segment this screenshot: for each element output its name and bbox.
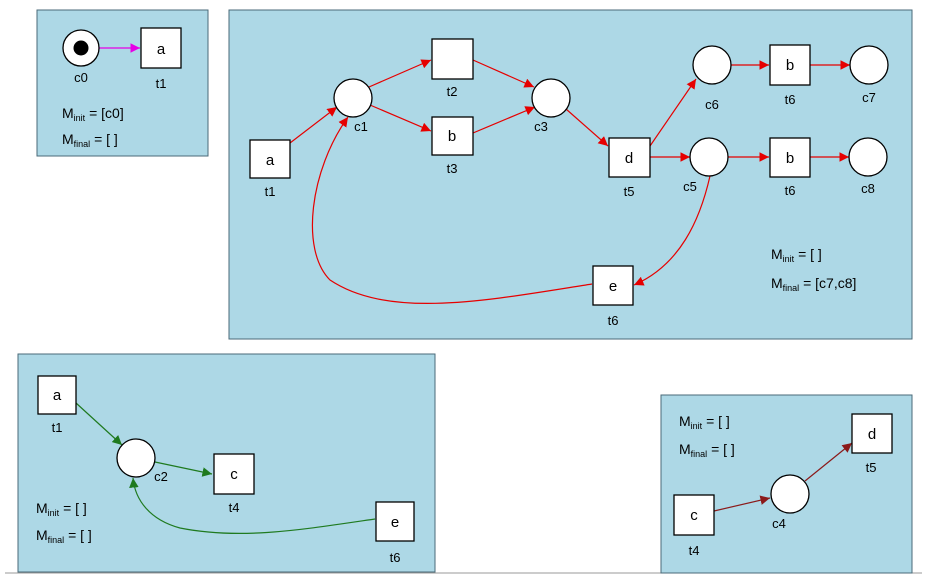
arc-c2-t4 (154, 461, 213, 477)
token-c0 (73, 40, 89, 56)
marking-final: Mfinal = [ ] (679, 441, 735, 459)
transition-label-t5: t5 (624, 184, 635, 199)
transition-t6c (592, 265, 634, 306)
arc-t6c-c1 (311, 116, 593, 304)
arc-t5-c6 (649, 78, 697, 147)
place-label-c4: c4 (772, 516, 786, 531)
transition-label-t1: t1 (156, 76, 167, 91)
arc-t1-c2 (75, 402, 123, 446)
place-label-c0: c0 (74, 70, 88, 85)
transition-t6a (769, 44, 811, 86)
place-label-c8: c8 (861, 181, 875, 196)
transition-label-t6: t6 (390, 550, 401, 565)
arc-c1-t3 (369, 104, 432, 132)
transition-t4 (213, 453, 255, 495)
panel-2: c1 c3 c5 c6 c7 c8 a t1 t2 b t3 d t5 b t6… (228, 9, 913, 340)
place-c5 (689, 137, 729, 177)
transition-symbol-t5: d (625, 150, 633, 167)
place-c8 (848, 137, 888, 177)
panel-4: c t4 d t5 c4 Minit = [ ] Mfinal = [ ] (660, 394, 913, 574)
transition-symbol-t5: d (868, 426, 876, 443)
arc-t4-c4 (713, 495, 771, 512)
marking-final: Mfinal = [c7,c8] (771, 275, 856, 293)
transition-symbol-t1: a (157, 41, 166, 58)
arc-c3-t5 (565, 108, 609, 147)
place-label-c7: c7 (862, 90, 876, 105)
transition-symbol-t6b: b (786, 150, 794, 167)
transition-symbol-t1: a (266, 152, 275, 169)
marking-init: Minit = [ ] (679, 413, 730, 431)
transition-t6 (375, 501, 415, 542)
place-label-c5: c5 (683, 179, 697, 194)
transition-symbol-t3: b (448, 128, 456, 145)
marking-init: Minit = [c0] (62, 105, 124, 123)
transition-symbol-t4: c (690, 507, 698, 524)
place-label-c2: c2 (154, 469, 168, 484)
transition-t1 (37, 375, 77, 415)
place-c3 (531, 78, 571, 118)
transition-label-t6a: t6 (785, 92, 796, 107)
place-c2 (116, 438, 156, 478)
arc-c4-t5 (804, 442, 853, 482)
panel-3: a t1 c t4 e t6 c2 Minit = [ ] Mfinal = [… (17, 353, 436, 573)
place-c1 (333, 78, 373, 118)
transition-label-t2: t2 (447, 84, 458, 99)
arc-t2-c3 (472, 59, 535, 88)
transition-label-t1: t1 (52, 420, 63, 435)
transition-t4 (673, 494, 715, 536)
transition-t6b (769, 137, 811, 178)
transition-label-t6b: t6 (785, 183, 796, 198)
transition-t1 (140, 27, 182, 69)
place-c6 (692, 45, 732, 85)
transition-t2 (431, 38, 474, 80)
marking-init: Minit = [ ] (36, 500, 87, 518)
transition-label-t1: t1 (265, 184, 276, 199)
marking-final: Mfinal = [ ] (62, 131, 118, 149)
place-label-c1: c1 (354, 119, 368, 134)
place-c7 (849, 45, 889, 85)
panel-1: c0 a t1 Minit = [c0] Mfinal = [ ] (36, 9, 209, 157)
transition-t3 (431, 116, 474, 156)
transition-label-t3: t3 (447, 161, 458, 176)
transition-label-t4: t4 (689, 543, 700, 558)
arc-t1-c1 (289, 106, 338, 144)
transition-symbol-t6a: b (786, 57, 794, 74)
transition-symbol-t6c: e (609, 278, 617, 295)
transition-label-t4: t4 (229, 500, 240, 515)
transition-label-t5: t5 (866, 460, 877, 475)
arc-t3-c3 (472, 106, 536, 134)
transition-symbol-t4: c (230, 466, 238, 483)
place-label-c6: c6 (705, 97, 719, 112)
transition-label-t6c: t6 (608, 313, 619, 328)
transition-t1 (249, 139, 291, 179)
transition-symbol-t6: e (391, 514, 399, 531)
arc-c5-t6c (633, 175, 711, 286)
marking-init: Minit = [ ] (771, 246, 822, 264)
place-label-c3: c3 (534, 119, 548, 134)
transition-symbol-t1: a (53, 387, 62, 404)
marking-final: Mfinal = [ ] (36, 527, 92, 545)
arc-c1-t2 (368, 59, 432, 88)
place-c4 (770, 474, 810, 514)
transition-t5 (608, 137, 651, 178)
transition-t5 (851, 413, 893, 454)
arc-t6-c2 (129, 477, 376, 535)
